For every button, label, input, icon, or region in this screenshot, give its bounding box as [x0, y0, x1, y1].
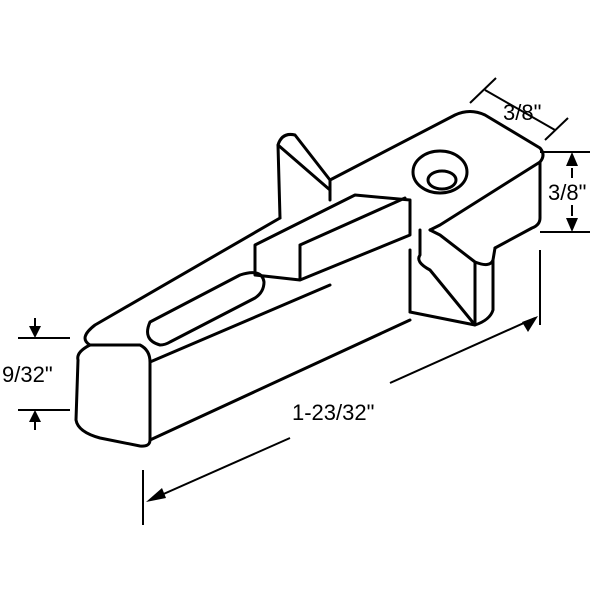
part-outline	[74, 110, 545, 448]
cross-plate-left	[276, 133, 332, 220]
cross-plate-right	[408, 228, 497, 327]
oval-slot	[146, 271, 266, 347]
head-side	[493, 160, 542, 250]
hole	[426, 169, 458, 191]
head-height-label: 3/8"	[548, 180, 586, 205]
rectangular-pocket	[253, 193, 412, 282]
head-top	[328, 110, 545, 232]
bar-top-face	[83, 216, 332, 364]
body-height-label: 9/32"	[2, 362, 53, 387]
dimension-lines	[18, 77, 590, 525]
head-width-label: 3/8"	[503, 100, 541, 125]
bar-bottom-edge	[148, 318, 412, 442]
front-face	[74, 343, 152, 448]
dimension-arrows	[29, 152, 578, 502]
counterbore-hole	[411, 149, 469, 195]
overall-length-label: 1-23/32"	[292, 400, 374, 425]
